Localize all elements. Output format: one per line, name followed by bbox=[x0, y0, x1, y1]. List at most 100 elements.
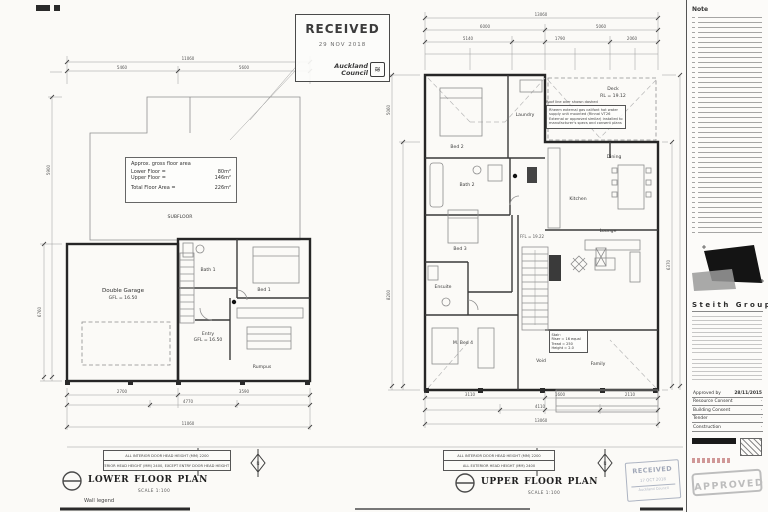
dim-label: 5900 bbox=[46, 164, 51, 175]
room-label-kitchen: Kitchen bbox=[569, 196, 586, 202]
gross-floor-area-box: Approx. gross floor area Lower Floor =80… bbox=[125, 157, 237, 203]
company-logo bbox=[692, 245, 764, 291]
dim-label: 4110 bbox=[535, 404, 546, 409]
dim-label: 3110 bbox=[465, 392, 476, 397]
dim-label: 5600 bbox=[239, 65, 250, 70]
dim-label: 3590 bbox=[239, 389, 250, 394]
approval-row-construction: Construction· bbox=[692, 424, 763, 432]
note-text: ALL INTERIOR DOOR HEAD HEIGHT (MM) 2200 bbox=[457, 453, 541, 458]
lower-plan-subfloor-outline bbox=[89, 61, 301, 241]
received-bottom-date: 17 OCT 2018 bbox=[639, 476, 667, 483]
wall-legend-title: Wall legend bbox=[84, 498, 115, 504]
dim-label: 2110 bbox=[625, 392, 636, 397]
dim-label: 5060 bbox=[596, 24, 607, 29]
area-lower-label: Lower Floor = bbox=[131, 169, 166, 175]
titleblock-hatch-box bbox=[740, 437, 762, 456]
dim-label: 11060 bbox=[182, 421, 195, 426]
upper-plan-dim-labels: 13060 6000 5060 5140 1790 2060 5060 8200… bbox=[386, 12, 671, 423]
room-label-bath1: Bath 1 bbox=[200, 267, 215, 273]
approval-label: Approved by bbox=[693, 390, 721, 396]
note-text: ALL EXTERIOR HEAD HEIGHT (MM) 2400 bbox=[462, 463, 536, 468]
area-upper-label: Upper Floor = bbox=[131, 175, 166, 181]
deck-note: Roof line over shown dashed Rheem extern… bbox=[546, 100, 626, 129]
upper-plan-stair bbox=[521, 246, 549, 331]
lower-plan-dimensions bbox=[40, 56, 683, 448]
room-label-lounge: Lounge bbox=[600, 228, 617, 234]
stair-note-line: Stair: bbox=[551, 332, 561, 337]
upper-door-note-2: ALL EXTERIOR HEAD HEIGHT (MM) 2400 bbox=[443, 460, 555, 471]
titleblock-red-mark bbox=[692, 457, 732, 463]
dim-label: 1600 bbox=[555, 392, 566, 397]
upper-plan-title: upper floor plan bbox=[481, 473, 598, 488]
dim-label: 5460 bbox=[117, 65, 128, 70]
room-label-subfloor: SUBFLOOR bbox=[168, 214, 194, 220]
deck-note-title: Roof line over shown dashed bbox=[546, 100, 598, 104]
room-label-family: Family bbox=[591, 361, 606, 367]
room-label-dining: Dining bbox=[607, 154, 622, 160]
dim-label: 6370 bbox=[666, 259, 671, 270]
deck-note-body: Rheem external gas califont hot water su… bbox=[546, 105, 626, 129]
approval-label: Tender bbox=[693, 416, 708, 421]
area-total-label: Total Floor Area = bbox=[131, 185, 176, 191]
room-label-deck: Deck bbox=[607, 86, 619, 92]
dim-label: 13060 bbox=[535, 418, 548, 423]
dim-label: 5140 bbox=[463, 36, 474, 41]
room-label-ensuite: Ensuite bbox=[434, 284, 451, 290]
lower-plan-furniture bbox=[81, 242, 304, 366]
room-level-deck: RL = 19.12 bbox=[600, 93, 626, 99]
approval-row-building: Building Consent· bbox=[692, 407, 763, 415]
room-label-laundry: Laundry bbox=[516, 112, 535, 118]
title-block-sidebar: Note Steith Group Approved by 28/11/2015… bbox=[686, 0, 768, 512]
dim-label: 2700 bbox=[117, 389, 128, 394]
dim-label: 13060 bbox=[535, 12, 548, 17]
room-level-entry: GFL = 16.50 bbox=[194, 337, 223, 343]
approved-stamp-text: APPROVED bbox=[693, 476, 765, 493]
approval-row-tender: Tender· bbox=[692, 416, 763, 423]
dim-label: 2060 bbox=[627, 36, 638, 41]
approval-label: Resource Consent bbox=[693, 399, 733, 404]
approved-stamp: APPROVED bbox=[691, 468, 765, 496]
title-bubble-icons bbox=[62, 471, 475, 493]
room-label-garage: Double Garage bbox=[102, 288, 145, 294]
upper-plan-room-labels: Bed 2 Laundry Bath 2 Bed 3 Ensuite M. Be… bbox=[434, 86, 625, 367]
stair-note-line: Height = 2.0 bbox=[551, 346, 574, 351]
received-stamp-bottom: RECEIVED 17 OCT 2018 Auckland Council bbox=[624, 459, 682, 502]
room-label-bath2: Bath 2 bbox=[459, 182, 474, 188]
approval-row-resource: Resource Consent· bbox=[692, 399, 763, 406]
lower-plan-walls bbox=[65, 237, 312, 385]
dim-label: 6000 bbox=[480, 24, 491, 29]
area-lower-value: 80m² bbox=[217, 169, 231, 175]
lower-plan-room-labels: SUBFLOOR Double Garage GFL = 16.50 Bath … bbox=[102, 214, 272, 370]
copyright-paragraph bbox=[692, 359, 762, 383]
room-level-ffl: FFL = 19.22 bbox=[520, 234, 545, 239]
lower-plan-scale: SCALE 1:100 bbox=[138, 488, 171, 493]
council-logo-icon: ≋ bbox=[370, 62, 385, 77]
received-stamp-title: RECEIVED bbox=[305, 22, 380, 36]
upper-plan-walls bbox=[423, 73, 660, 413]
room-label-rumpus: Rumpus bbox=[253, 364, 272, 370]
council-name-line2: Council bbox=[341, 68, 368, 77]
approval-label: Building Consent bbox=[693, 407, 731, 413]
room-label-entry: Entry bbox=[202, 331, 215, 337]
lower-door-note-2: ALL EXTERIOR HEAD HEIGHT (MM) 2400, EXCE… bbox=[103, 460, 231, 471]
titleblock-black-bar bbox=[692, 437, 736, 444]
room-label-bed2: Bed 2 bbox=[450, 144, 463, 150]
received-stamp-date: 29 NOV 2018 bbox=[318, 42, 367, 48]
north-letter: N bbox=[604, 461, 607, 466]
dim-label: 11060 bbox=[182, 56, 195, 61]
dim-label: 8200 bbox=[386, 289, 391, 300]
received-bottom-org: Auckland Council bbox=[631, 483, 676, 493]
upper-plan-dimensions bbox=[388, 12, 683, 428]
approval-label: Construction bbox=[693, 424, 721, 430]
upper-plan-furniture bbox=[427, 79, 652, 369]
upper-plan-roof-lines bbox=[427, 77, 657, 389]
council-name-line1: Auckland bbox=[334, 61, 368, 70]
upper-plan-scale: SCALE 1:100 bbox=[528, 490, 561, 495]
lower-plan-dim-labels: 11060 5460 5600 6760 5900 2700 3590 4770… bbox=[37, 56, 250, 426]
note-bullets bbox=[692, 17, 695, 237]
stair-note-line: Riser = 16 equal bbox=[551, 337, 581, 342]
room-label-bed1: Bed 1 bbox=[257, 287, 270, 293]
dim-label: 6760 bbox=[37, 306, 42, 317]
company-contact-lines bbox=[692, 316, 762, 354]
